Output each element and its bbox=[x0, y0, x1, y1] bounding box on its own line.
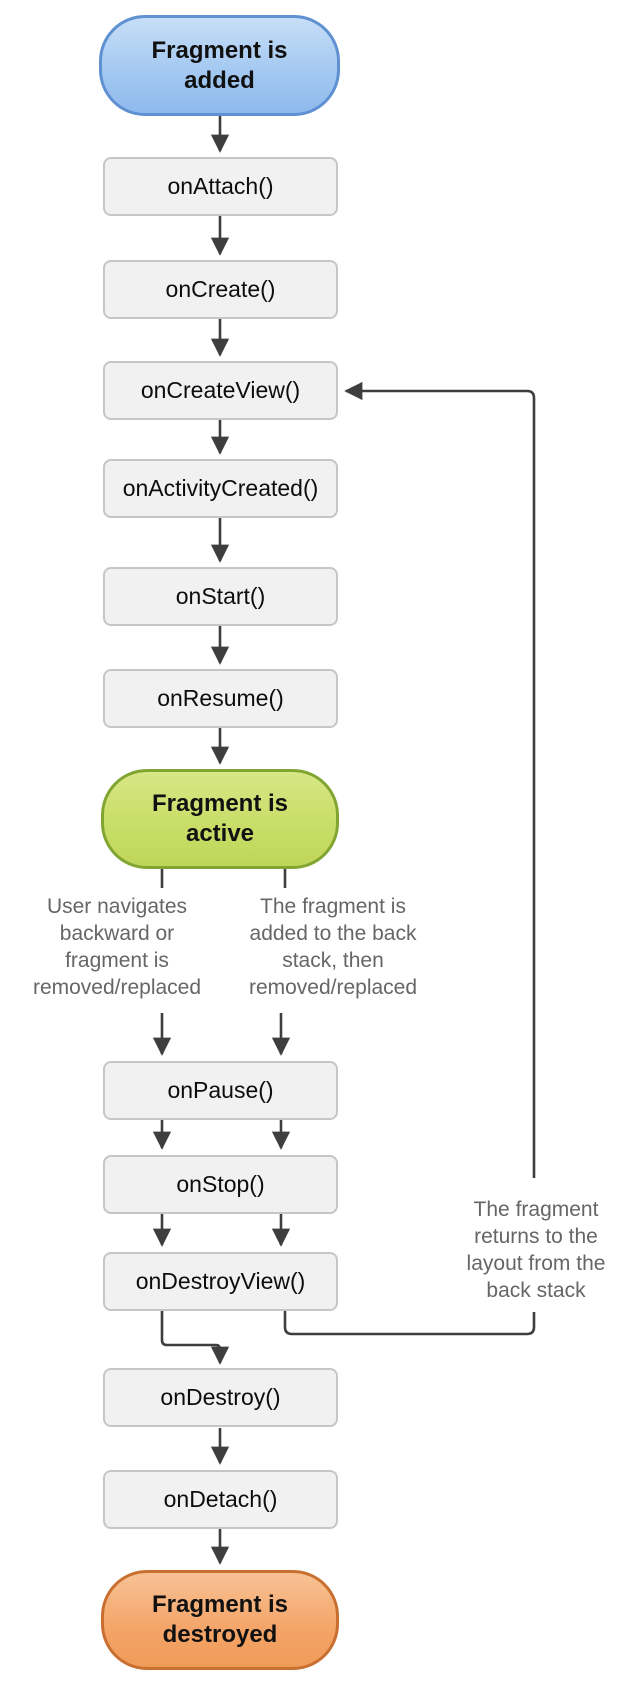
connector-ondestroyview-to-ondestroy bbox=[160, 1311, 230, 1365]
state-label: onCreate() bbox=[165, 276, 276, 302]
state-oncreate: onCreate() bbox=[103, 260, 338, 319]
state-ondetach: onDetach() bbox=[103, 1470, 338, 1529]
terminal-fragment-active: Fragment is active bbox=[101, 769, 339, 869]
state-onactivitycreated: onActivityCreated() bbox=[103, 459, 338, 518]
state-label: onDestroy() bbox=[160, 1384, 281, 1410]
terminal-fragment-active-label: Fragment is active bbox=[151, 790, 289, 847]
state-oncreateview: onCreateView() bbox=[103, 361, 338, 420]
terminal-fragment-added: Fragment is added bbox=[99, 15, 340, 116]
annotation-returns-from-back-stack: The fragment returns to the layout from … bbox=[466, 1198, 606, 1302]
annotation-added-to-back-stack: The fragment is added to the back stack,… bbox=[248, 895, 418, 999]
annotation-user-navigates-back: User navigates backward or fragment is r… bbox=[32, 895, 202, 999]
state-label: onAttach() bbox=[167, 173, 274, 199]
state-label: onActivityCreated() bbox=[122, 475, 319, 501]
connector-backstack-loop-lower bbox=[283, 1311, 536, 1336]
state-label: onDetach() bbox=[163, 1486, 278, 1512]
state-label: onPause() bbox=[167, 1077, 274, 1103]
terminal-fragment-destroyed-label: Fragment is destroyed bbox=[151, 1591, 289, 1648]
state-onattach: onAttach() bbox=[103, 157, 338, 216]
state-label: onDestroyView() bbox=[135, 1268, 306, 1294]
arrow-backstack-loop-to-oncreateview bbox=[344, 381, 536, 1178]
state-ondestroy: onDestroy() bbox=[103, 1368, 338, 1427]
state-onpause: onPause() bbox=[103, 1061, 338, 1120]
state-label: onResume() bbox=[157, 685, 284, 711]
state-label: onStart() bbox=[175, 583, 266, 609]
state-onstop: onStop() bbox=[103, 1155, 338, 1214]
state-label: onStop() bbox=[176, 1171, 265, 1197]
terminal-fragment-added-label: Fragment is added bbox=[151, 36, 288, 94]
state-onstart: onStart() bbox=[103, 567, 338, 626]
terminal-fragment-destroyed: Fragment is destroyed bbox=[101, 1570, 339, 1670]
state-label: onCreateView() bbox=[140, 377, 301, 403]
state-onresume: onResume() bbox=[103, 669, 338, 728]
state-ondestroyview: onDestroyView() bbox=[103, 1252, 338, 1311]
